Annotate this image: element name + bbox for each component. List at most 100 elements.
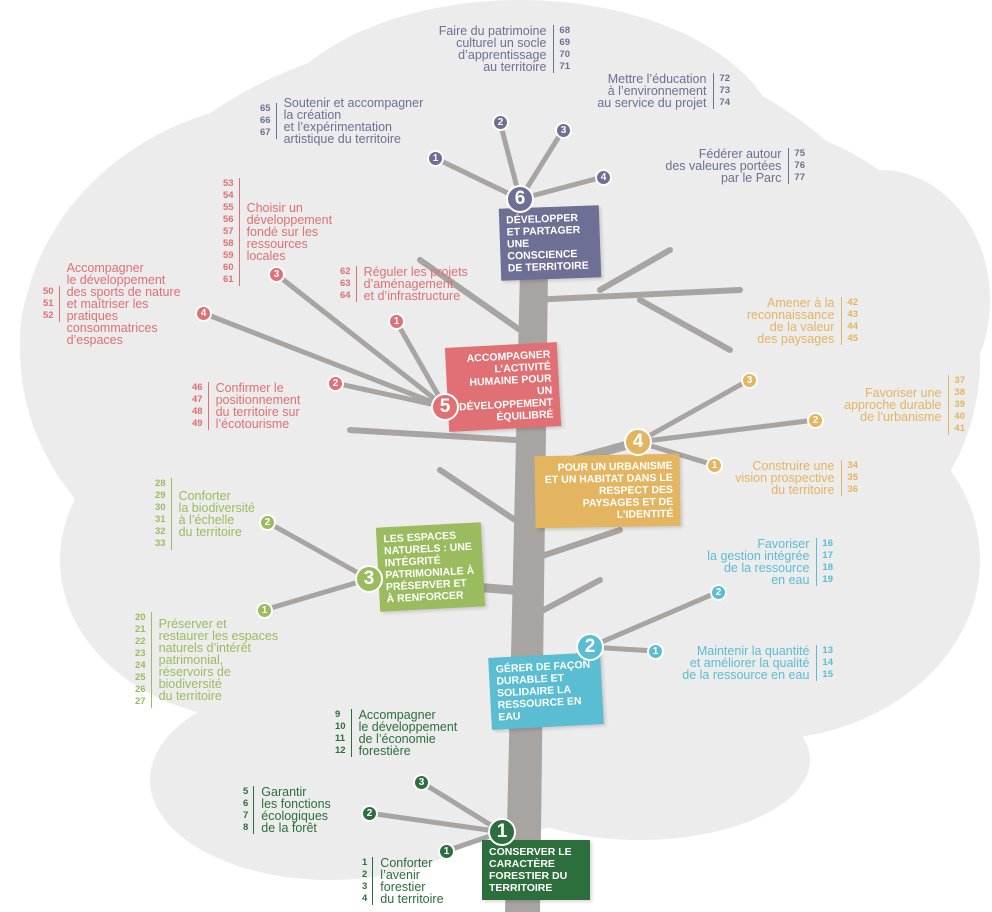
objective-text-line: du territoire [380, 892, 444, 906]
objective-text-line: vision prospective [735, 471, 835, 485]
measure-number: 24 [135, 660, 146, 671]
measure-number: 66 [260, 115, 271, 126]
objective-text-line: développement [246, 213, 333, 227]
measure-number: 57 [223, 226, 234, 237]
objective-text-line: Maintenir la quantité [696, 644, 810, 658]
objective-text-line: l’écotourisme [215, 417, 290, 431]
objective-text-line: du territoire sur [215, 405, 300, 419]
objective-number-badge: 1 [706, 457, 723, 474]
objective-text-line: naturels d’intérêt [158, 641, 251, 655]
measure-number: 10 [335, 721, 346, 732]
measure-number: 29 [155, 490, 166, 501]
section-number-badge: 2 [576, 633, 604, 661]
objective-text-line: du territoire [158, 689, 222, 703]
measure-number: 56 [223, 214, 234, 225]
objective-text-line: forestière [358, 744, 411, 758]
twig [635, 417, 818, 445]
objective-number-badge: 2 [807, 412, 824, 429]
measure-number: 49 [192, 418, 203, 429]
objective-text-line: Amener à la [767, 296, 835, 310]
measure-number: 27 [135, 696, 146, 707]
objective-text-line: par le Parc [720, 171, 782, 185]
section-number-badge: 5 [431, 393, 459, 421]
measure-number: 6 [243, 798, 249, 809]
measure-number: 1 [362, 857, 368, 868]
measure-number: 31 [155, 514, 166, 525]
objective-text-line: consommatrices [66, 321, 158, 335]
objective-text-line: de la valeur [769, 320, 835, 334]
measure-number: 45 [847, 333, 858, 344]
measure-number: 67 [260, 127, 271, 138]
measure-number: 62 [340, 266, 351, 277]
canopy-shape [260, 0, 780, 300]
objective-text-line: patrimonial, [158, 653, 224, 667]
twig [332, 380, 448, 410]
canopy-shape [210, 560, 690, 840]
objective-text-line: d’aménagement [363, 277, 454, 291]
measure-number: 20 [135, 612, 146, 623]
objective-number-badge: 4 [595, 169, 612, 186]
measure-number: 74 [719, 97, 730, 108]
objective-text-line: écologiques [261, 809, 329, 823]
measure-number: 23 [135, 648, 146, 659]
objective-text-line: ressources [246, 237, 308, 251]
measure-number: 25 [135, 672, 146, 683]
objective-text-line: Accompagner [358, 708, 436, 722]
objective-text-line: Réguler les projets [363, 265, 468, 279]
canopy-shape [20, 190, 320, 490]
measure-number: 50 [43, 286, 54, 297]
branch [417, 257, 523, 333]
branch [527, 527, 623, 563]
measure-number: 54 [223, 190, 234, 201]
objective-number-badge: 2 [492, 114, 509, 131]
objective-text-line: des valeures portées [665, 159, 782, 173]
measure-number: 3 [362, 881, 368, 892]
objective-number-badge: 2 [259, 514, 276, 531]
measure-number: 55 [223, 202, 234, 213]
measure-number: 14 [822, 657, 833, 668]
measure-number: 11 [335, 733, 346, 744]
measure-number: 5 [243, 786, 249, 797]
objective-text-line: à l’échelle [178, 513, 235, 527]
objective-text-line: culturel un socle [456, 36, 547, 50]
objective-text-line: la création [283, 108, 342, 122]
measure-number: 4 [362, 893, 368, 904]
branch [597, 247, 673, 293]
twig [635, 377, 752, 445]
objective-text-line: du territoire [771, 483, 835, 497]
objective-text-line: le développement [66, 273, 166, 287]
objective-text-line: biodiversité [158, 677, 222, 691]
measure-number: 40 [954, 411, 965, 422]
measure-number: 69 [559, 37, 570, 48]
section-number-badge: 4 [624, 428, 652, 456]
measure-number: 63 [340, 278, 351, 289]
measure-number: 58 [223, 238, 234, 249]
twig [273, 271, 448, 410]
measure-number: 15 [822, 669, 833, 680]
branch [347, 427, 518, 443]
measure-number: 2 [362, 869, 368, 880]
twig [432, 155, 523, 202]
